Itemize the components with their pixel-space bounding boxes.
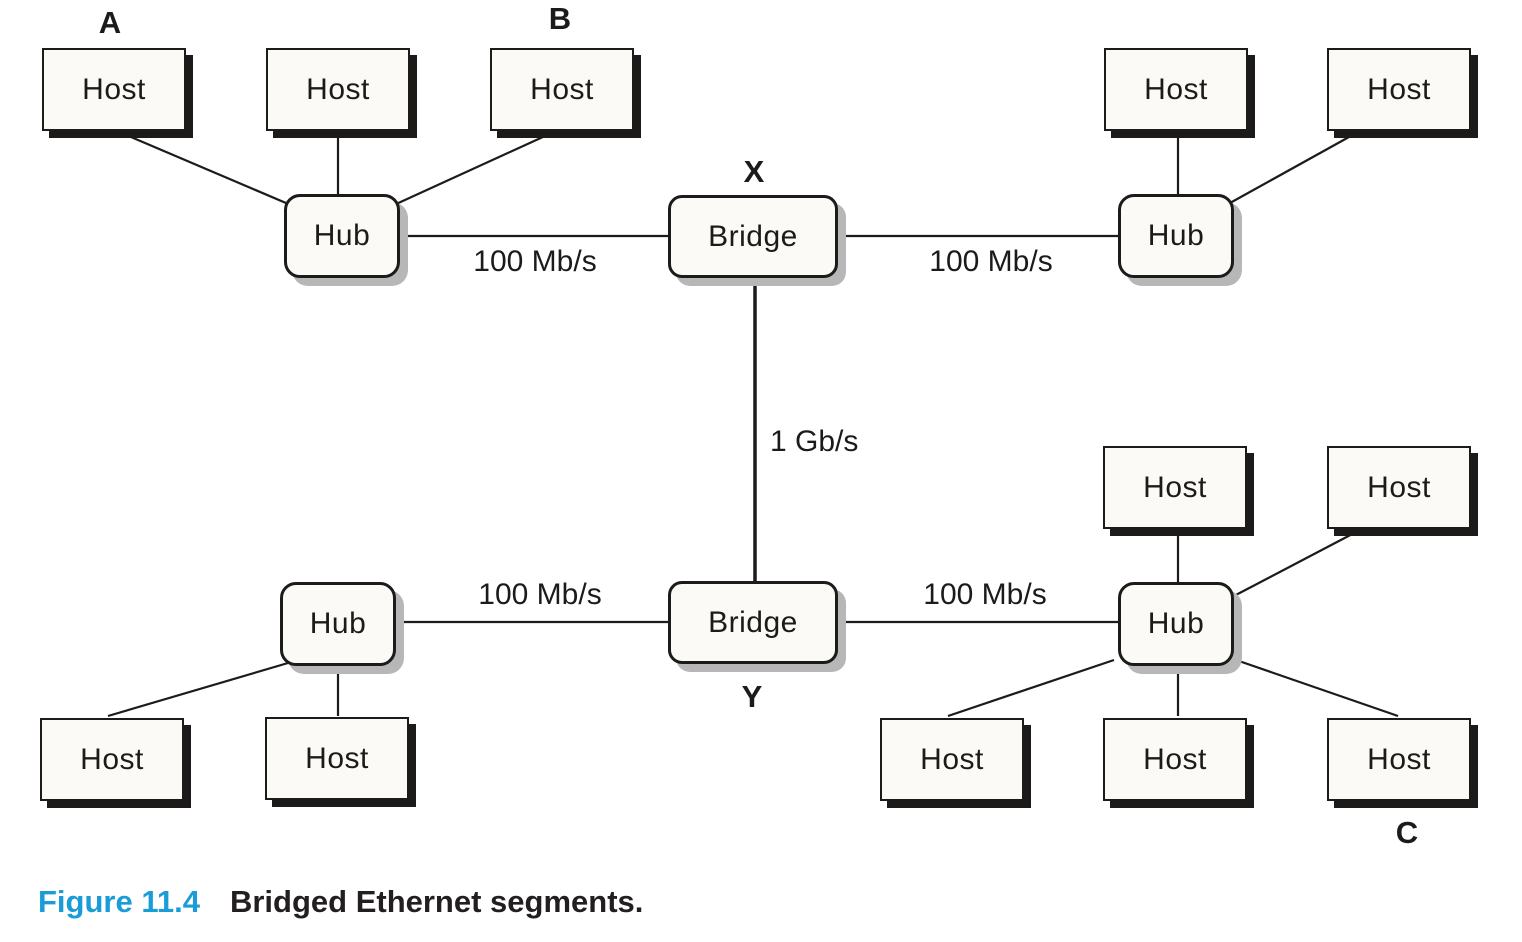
link-speed-label-bottom-left: 100 Mb/s xyxy=(478,578,602,611)
figure-caption: Figure 11.4 Bridged Ethernet segments. xyxy=(38,884,643,920)
link-speed-label-bottom-right: 100 Mb/s xyxy=(923,578,1047,611)
figure-title: Bridged Ethernet segments. xyxy=(229,884,644,919)
hub-node-top-right: Hub xyxy=(1118,194,1234,278)
station-tag-b: B xyxy=(548,1,572,36)
hub-node-bottom-right: Hub xyxy=(1118,582,1234,666)
link-speed-label-top-left: 100 Mb/s xyxy=(473,245,597,278)
hub-node-top-left: Hub xyxy=(284,194,400,278)
link-hosta-hubtl xyxy=(116,129,294,208)
host-node-bottom-left-1: Host xyxy=(40,718,184,801)
station-tag-c: C xyxy=(1395,815,1419,850)
station-tag-a: A xyxy=(98,5,122,40)
bridge-tag-y: Y xyxy=(741,679,763,714)
host-node-a: Host xyxy=(42,48,186,131)
link-hubbr-host9 xyxy=(1231,530,1359,598)
host-node-bottom-left-2: Host xyxy=(265,717,409,800)
host-node-bottom-right-up-1: Host xyxy=(1103,446,1247,529)
host-node-top-left-2: Host xyxy=(266,48,410,131)
host-node-b: Host xyxy=(490,48,634,131)
host-node-top-right-1: Host xyxy=(1104,48,1248,131)
bridge-node-x: Bridge xyxy=(668,195,838,278)
host-node-c: Host xyxy=(1327,718,1471,801)
bridge-tag-x: X xyxy=(743,154,765,189)
link-hubbr-hostc xyxy=(1235,658,1399,718)
link-speed-label-top-right: 100 Mb/s xyxy=(929,245,1053,278)
hub-node-bottom-left: Hub xyxy=(280,582,396,666)
link-hostb-hubtl xyxy=(393,129,557,207)
host-node-bottom-right-up-2: Host xyxy=(1327,446,1471,529)
host-node-bottom-right-low-2: Host xyxy=(1103,718,1247,801)
link-host5-hubtr xyxy=(1229,131,1359,204)
host-node-top-right-2: Host xyxy=(1327,48,1471,131)
figure-number: Figure 11.4 xyxy=(38,884,200,919)
link-speed-label-gigabit: 1 Gb/s xyxy=(770,425,859,458)
link-hubbr-host10 xyxy=(947,658,1115,718)
host-node-bottom-right-low-1: Host xyxy=(880,718,1024,801)
bridge-node-y: Bridge xyxy=(668,581,838,664)
link-hubbl-host6 xyxy=(107,656,306,718)
